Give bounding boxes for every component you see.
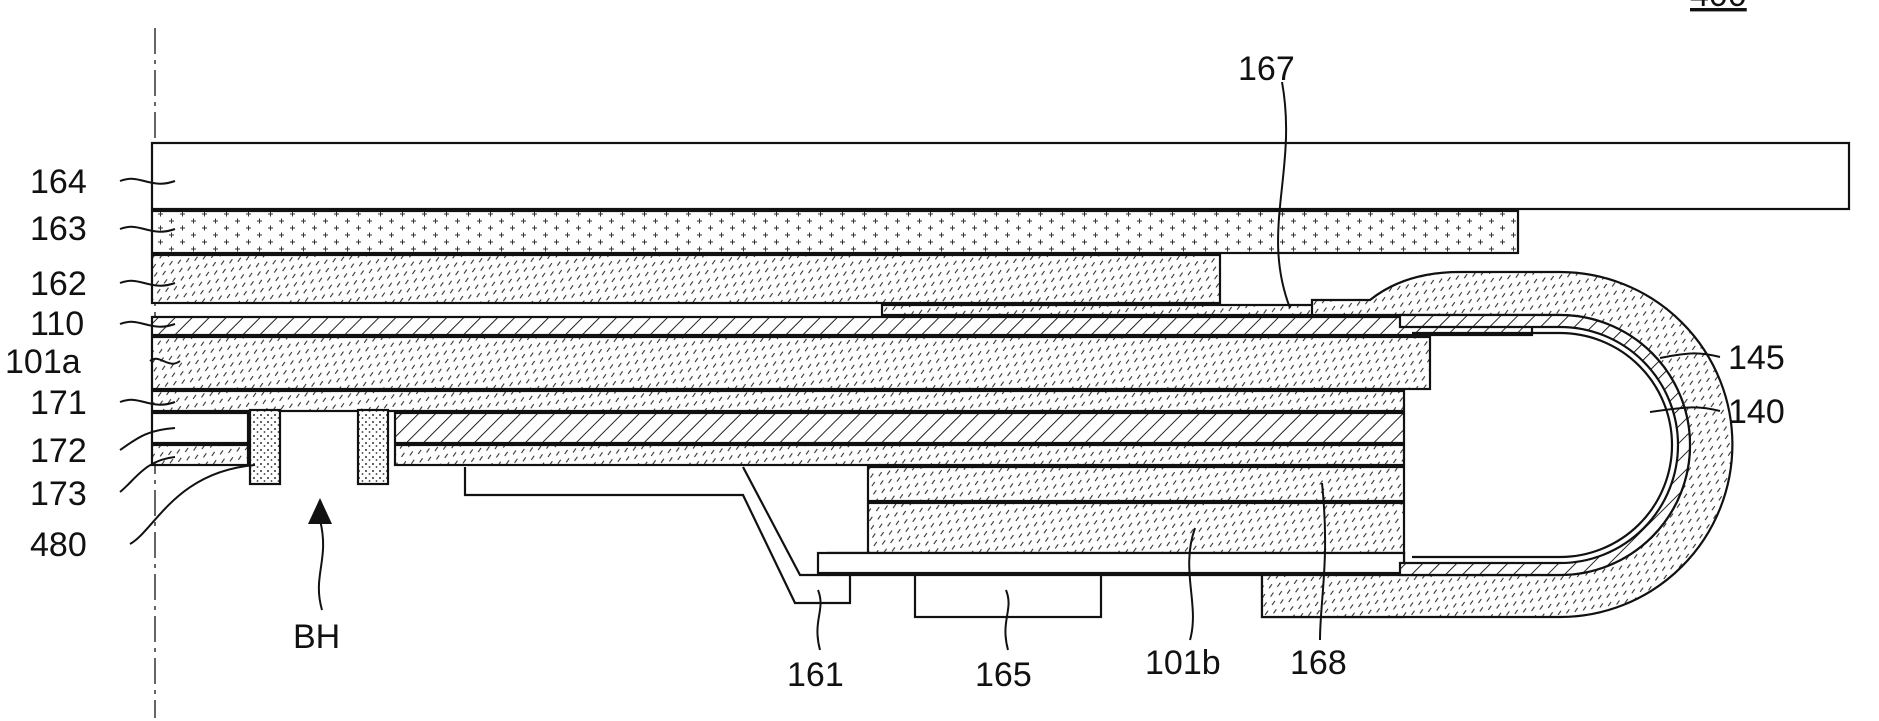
label-480: 480 [30, 526, 87, 564]
leader-161 [817, 590, 820, 650]
layer-110-display [152, 317, 1532, 335]
layer-171 [152, 391, 1404, 411]
label-163: 163 [30, 210, 87, 248]
blocking-member-480-right [358, 410, 388, 484]
label-165: 165 [975, 656, 1032, 694]
layer-173 [395, 445, 1404, 465]
label-172: 172 [30, 432, 87, 470]
label-101b: 101b [1145, 644, 1221, 682]
bh-arrow-head [308, 498, 332, 524]
layer-173-left-part [152, 445, 248, 465]
layer-163-adhesive [152, 211, 1518, 253]
layer-172 [395, 413, 1404, 443]
label-171: 171 [30, 384, 87, 422]
label-110: 110 [30, 305, 84, 343]
figure-number: 400 [1690, 0, 1747, 14]
leader-480 [130, 465, 255, 544]
blocking-member-480-left [250, 410, 280, 484]
layer-162-polarizer [152, 255, 1220, 303]
label-145: 145 [1728, 339, 1785, 377]
layer-140-bent-substrate [1400, 315, 1690, 575]
layer-bottom-film [818, 553, 1404, 573]
label-161: 161 [787, 656, 844, 694]
label-140: 140 [1728, 393, 1785, 431]
layer-164-cover-window [152, 143, 1849, 209]
label-167: 167 [1238, 50, 1295, 88]
bh-arrow-shaft [319, 520, 323, 610]
label-bh: BH [293, 618, 340, 656]
label-162: 162 [30, 265, 87, 303]
label-101a: 101a [5, 343, 81, 381]
layer-101a-substrate [152, 337, 1430, 389]
label-164: 164 [30, 163, 87, 201]
label-173: 173 [30, 475, 87, 513]
layer-140-inner-line [1412, 333, 1672, 557]
label-168: 168 [1290, 644, 1347, 682]
